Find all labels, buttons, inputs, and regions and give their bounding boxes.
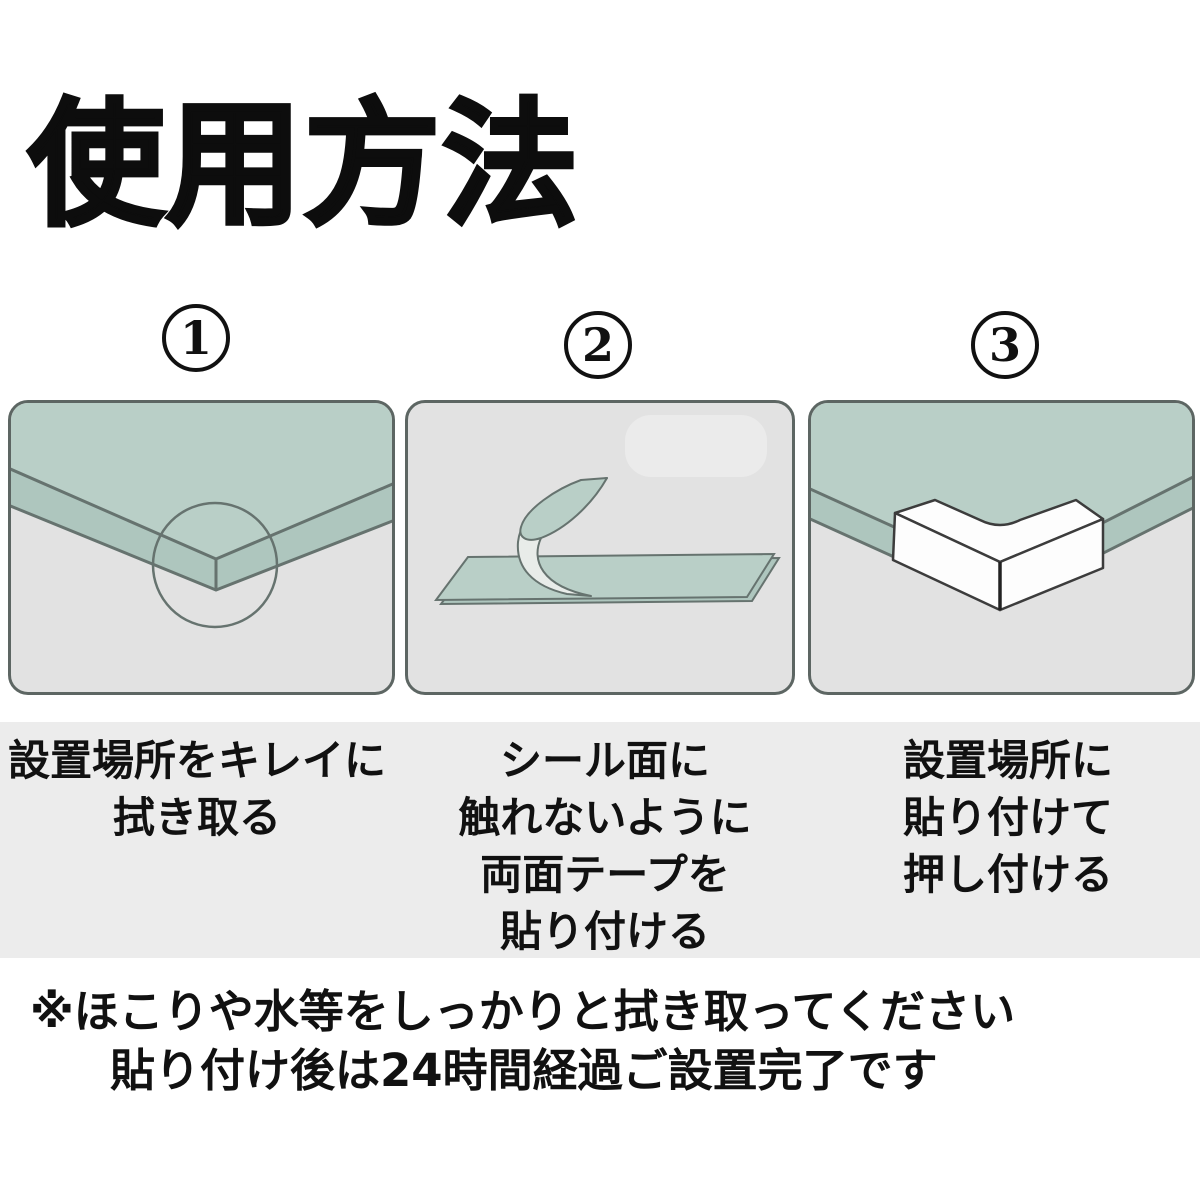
corner-guard-illustration bbox=[811, 403, 1192, 612]
corner-guard-top-face bbox=[893, 498, 1105, 564]
peeled-liner-flap bbox=[519, 477, 608, 541]
step-1-number-badge: 1 bbox=[162, 304, 230, 372]
step-2-number: 2 bbox=[581, 318, 614, 372]
caption-line: 拭き取る bbox=[112, 793, 281, 842]
step-2-caption: シール面に 触れないように 両面テープを 貼り付ける bbox=[405, 732, 805, 960]
table-edge-band bbox=[11, 469, 392, 590]
caption-line: 押し付ける bbox=[902, 850, 1113, 899]
footnote-line: ※ほこりや水等をしっかりと拭き取ってください bbox=[30, 985, 1016, 1038]
caption-line: 貼り付ける bbox=[499, 907, 710, 956]
step-3-illustration-panel bbox=[808, 400, 1195, 695]
table-top-surface bbox=[11, 403, 392, 559]
table-corner-illustration bbox=[11, 403, 392, 629]
caption-band: 設置場所をキレイに 拭き取る シール面に 触れないように 両面テープを 貼り付け… bbox=[0, 722, 1200, 958]
faint-highlight-blob bbox=[625, 415, 767, 477]
step-2-number-badge: 2 bbox=[564, 311, 632, 379]
page-title: 使用方法 bbox=[26, 87, 580, 245]
step-3-number-badge: 3 bbox=[971, 311, 1039, 379]
footnote: ※ほこりや水等をしっかりと拭き取ってください 貼り付け後は24時間経過ご設置完了… bbox=[30, 982, 1015, 1100]
tape-peel-illustration bbox=[433, 415, 781, 606]
caption-line: 触れないように bbox=[458, 793, 752, 842]
caption-line: 設置場所に bbox=[902, 736, 1113, 785]
caption-line: 貼り付けて bbox=[902, 793, 1113, 842]
step-1-illustration-panel bbox=[8, 400, 395, 695]
caption-line: シール面に bbox=[499, 736, 710, 785]
step-1-number: 1 bbox=[179, 311, 212, 365]
step-1-caption: 設置場所をキレイに 拭き取る bbox=[0, 732, 394, 846]
tape-strip bbox=[433, 552, 776, 602]
step-3-number: 3 bbox=[988, 318, 1021, 372]
highlight-circle bbox=[151, 501, 279, 629]
step-3-caption: 設置場所に 貼り付けて 押し付ける bbox=[808, 732, 1200, 903]
footnote-line: 貼り付け後は24時間経過ご設置完了です bbox=[110, 1044, 938, 1097]
caption-line: 設置場所をキレイに bbox=[7, 736, 386, 785]
caption-line: 両面テープを bbox=[480, 850, 730, 899]
step-2-illustration-panel bbox=[405, 400, 795, 695]
